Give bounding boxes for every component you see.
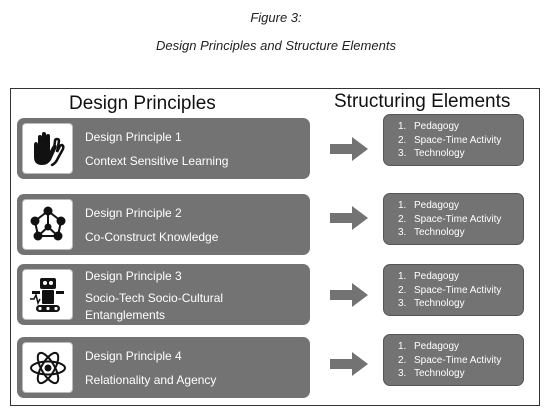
principle-title-2: Design Principle 2 (85, 206, 182, 220)
principle-desc-4: Relationality and Agency (85, 373, 217, 387)
heading-structuring-elements: Structuring Elements (334, 91, 511, 112)
arrow-right-icon (330, 206, 368, 230)
principle-box-4: Design Principle 4 Relationality and Age… (17, 337, 310, 398)
element-item: 1.Pedagogy (398, 341, 460, 352)
principle-title-1: Design Principle 1 (85, 130, 182, 144)
arrow-right-icon (330, 352, 368, 376)
element-item: 2.Space-Time Activity (398, 213, 502, 225)
element-item: 1.Pedagogy (398, 271, 460, 282)
principle-desc-1: Context Sensitive Learning (85, 154, 229, 168)
principle-desc-3a: Socio-Tech Socio-Cultural (85, 291, 224, 305)
element-item: 2.Space-Time Activity (398, 354, 502, 366)
figure-label: Figure 3: (250, 10, 302, 25)
figure-title: Design Principles and Structure Elements (156, 38, 396, 53)
element-item: 1.Pedagogy (398, 121, 460, 132)
principle-title-4: Design Principle 4 (85, 349, 182, 363)
hands-icon (22, 123, 73, 174)
element-item: 3.Technology (398, 148, 465, 159)
diagram-frame (10, 88, 540, 406)
structuring-elements-box-2: 1.Pedagogy 2.Space-Time Activity 3.Techn… (383, 193, 524, 245)
principle-desc-3b: Entanglements (85, 308, 166, 322)
atom-icon (22, 342, 73, 393)
principle-title-3: Design Principle 3 (85, 269, 182, 283)
structuring-elements-box-1: 1.Pedagogy 2.Space-Time Activity 3.Techn… (383, 114, 524, 166)
element-item: 3.Technology (398, 368, 465, 379)
structuring-elements-box-4: 1.Pedagogy 2.Space-Time Activity 3.Techn… (383, 334, 524, 386)
principle-box-3: Design Principle 3 Socio-Tech Socio-Cult… (17, 264, 310, 325)
principle-box-2: Design Principle 2 Co-Construct Knowledg… (17, 194, 310, 255)
arrow-right-icon (330, 283, 368, 307)
element-item: 3.Technology (398, 298, 465, 309)
element-item: 2.Space-Time Activity (398, 134, 502, 146)
structuring-elements-box-3: 1.Pedagogy 2.Space-Time Activity 3.Techn… (383, 264, 524, 316)
network-icon (22, 199, 73, 250)
principle-desc-2: Co-Construct Knowledge (85, 230, 219, 244)
heading-design-principles: Design Principles (69, 93, 216, 114)
element-item: 1.Pedagogy (398, 200, 460, 211)
element-item: 3.Technology (398, 227, 465, 238)
robot-icon (22, 269, 73, 320)
principle-box-1: Design Principle 1 Context Sensitive Lea… (17, 118, 310, 179)
arrow-right-icon (330, 137, 368, 161)
element-item: 2.Space-Time Activity (398, 284, 502, 296)
